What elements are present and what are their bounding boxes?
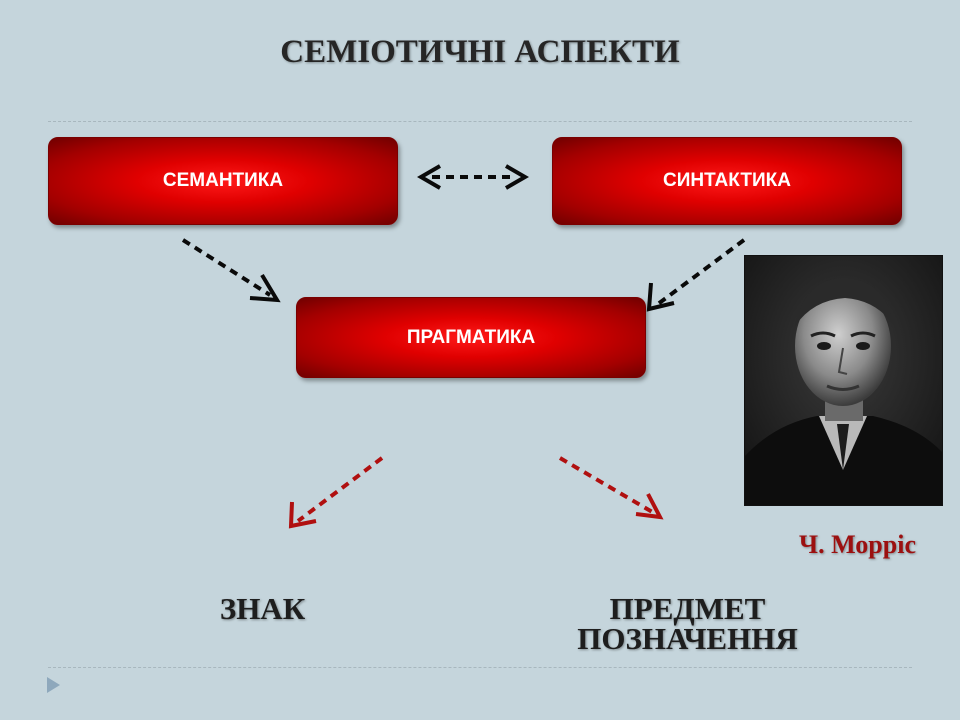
bottom-divider xyxy=(48,667,912,668)
pragmatics-box: ПРАГМАТИКА xyxy=(296,297,646,378)
pragmatics-to-object-arrow xyxy=(558,456,664,520)
semantics-to-pragmatics-arrow xyxy=(181,238,281,303)
object-label-line1: ПРЕДМЕТ xyxy=(609,591,766,626)
semantics-label: СЕМАНТИКА xyxy=(162,170,284,191)
syntactics-label: СИНТАКТИКА xyxy=(663,170,791,191)
sign-label: ЗНАК xyxy=(219,591,306,626)
top-divider xyxy=(48,121,912,122)
semantics-box: СЕМАНТИКА xyxy=(48,137,398,225)
portrait-caption: Ч. Морріс xyxy=(799,530,916,559)
pragmatics-label: ПРАГМАТИКА xyxy=(406,326,536,348)
object-label-line2: ПОЗНАЧЕННЯ xyxy=(577,621,798,656)
designated-object-label: ПРЕДМЕТ ПОЗНАЧЕННЯ xyxy=(560,591,815,656)
bidirectional-arrow xyxy=(417,164,529,190)
pragmatics-to-sign-arrow xyxy=(288,456,384,529)
play-triangle-icon[interactable] xyxy=(47,677,60,693)
morris-portrait xyxy=(744,255,943,506)
page-title: СЕМІОТИЧНІ АСПЕКТИ xyxy=(280,34,680,70)
syntactics-to-pragmatics-arrow xyxy=(646,238,746,312)
syntactics-box: СИНТАКТИКА xyxy=(552,137,902,225)
